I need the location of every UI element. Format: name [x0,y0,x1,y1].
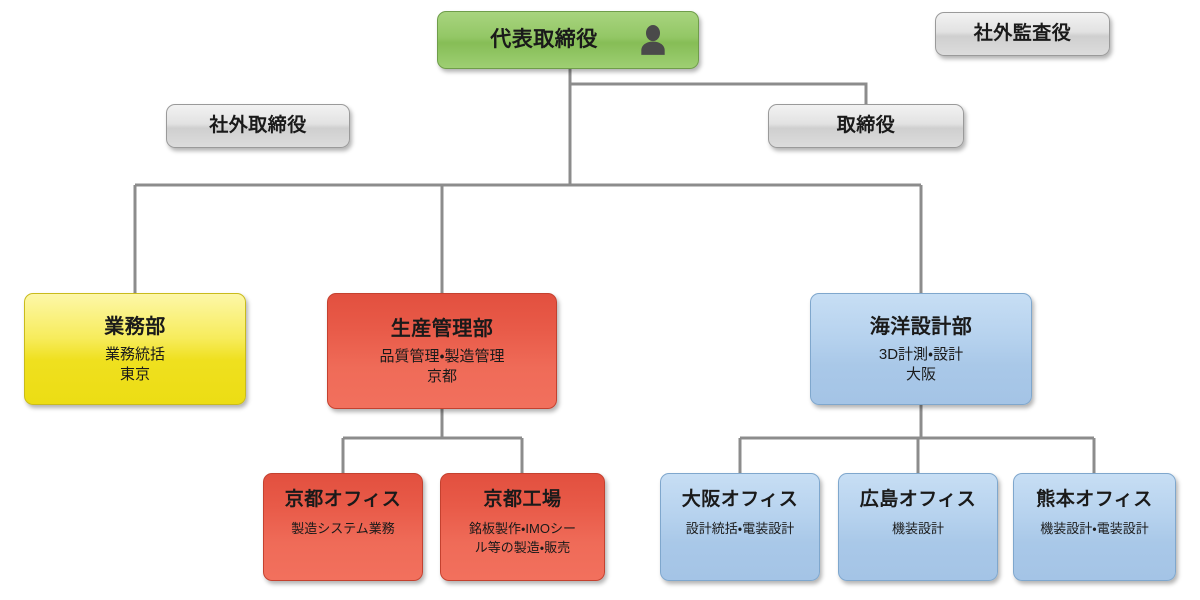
node-kyoto-office-sub1: 製造システム業務 [291,520,395,536]
node-director[interactable]: 取締役 [768,104,964,148]
node-kaiyo-sekkei-bu-title: 海洋設計部 [869,316,973,338]
node-kaiyo-sekkei-bu[interactable]: 海洋設計部 3D計測・設計 大阪 [810,293,1032,405]
node-ceo-title: 代表取締役 [490,28,598,52]
node-outside-auditor-title: 社外監査役 [973,22,1072,44]
node-gyomu-bu-sub2: 東京 [119,365,150,383]
node-kyoto-factory-title: 京都工場 [483,489,562,510]
node-osaka-office[interactable]: 大阪オフィス 設計統括・電装設計 [660,473,820,581]
node-seisan-kanri-bu-title: 生産管理部 [390,318,494,340]
node-kumamoto-office[interactable]: 熊本オフィス 機装設計・電装設計 [1013,473,1176,581]
node-kyoto-factory-sub1: 銘板製作・IMOシー [469,520,576,536]
node-hiroshima-office-title: 広島オフィス [859,489,977,510]
node-kyoto-factory[interactable]: 京都工場 銘板製作・IMOシー ル等の製造・販売 [440,473,605,581]
node-hiroshima-office[interactable]: 広島オフィス 機装設計 [838,473,998,581]
node-kyoto-office[interactable]: 京都オフィス 製造システム業務 [263,473,423,581]
node-hiroshima-office-sub1: 機装設計 [891,520,944,536]
node-seisan-kanri-bu-sub1: 品質管理・製造管理 [379,348,505,365]
node-gyomu-bu-sub1: 業務統括 [104,346,165,363]
node-director-title: 取締役 [836,114,896,136]
node-seisan-kanri-bu-sub2: 京都 [426,367,457,385]
node-kumamoto-office-title: 熊本オフィス [1036,489,1153,510]
node-kyoto-office-title: 京都オフィス [284,489,402,510]
node-outside-auditor[interactable]: 社外監査役 [935,12,1110,56]
person-icon [636,23,670,57]
node-kaiyo-sekkei-bu-sub1: 3D計測・設計 [878,346,964,363]
node-outside-director-title: 社外取締役 [209,114,307,136]
node-osaka-office-title: 大阪オフィス [681,489,799,510]
node-kyoto-factory-sub2: ル等の製造・販売 [474,539,571,555]
node-ceo[interactable]: 代表取締役 [437,11,699,69]
node-gyomu-bu-title: 業務部 [104,316,166,338]
node-osaka-office-sub1: 設計統括・電装設計 [685,520,795,536]
node-kumamoto-office-sub1: 機装設計・電装設計 [1040,520,1149,536]
node-gyomu-bu[interactable]: 業務部 業務統括 東京 [24,293,246,405]
node-kaiyo-sekkei-bu-sub2: 大阪 [905,365,936,383]
connector-ceo-to-director [570,82,868,104]
node-outside-director[interactable]: 社外取締役 [166,104,350,148]
node-seisan-kanri-bu[interactable]: 生産管理部 品質管理・製造管理 京都 [327,293,557,409]
